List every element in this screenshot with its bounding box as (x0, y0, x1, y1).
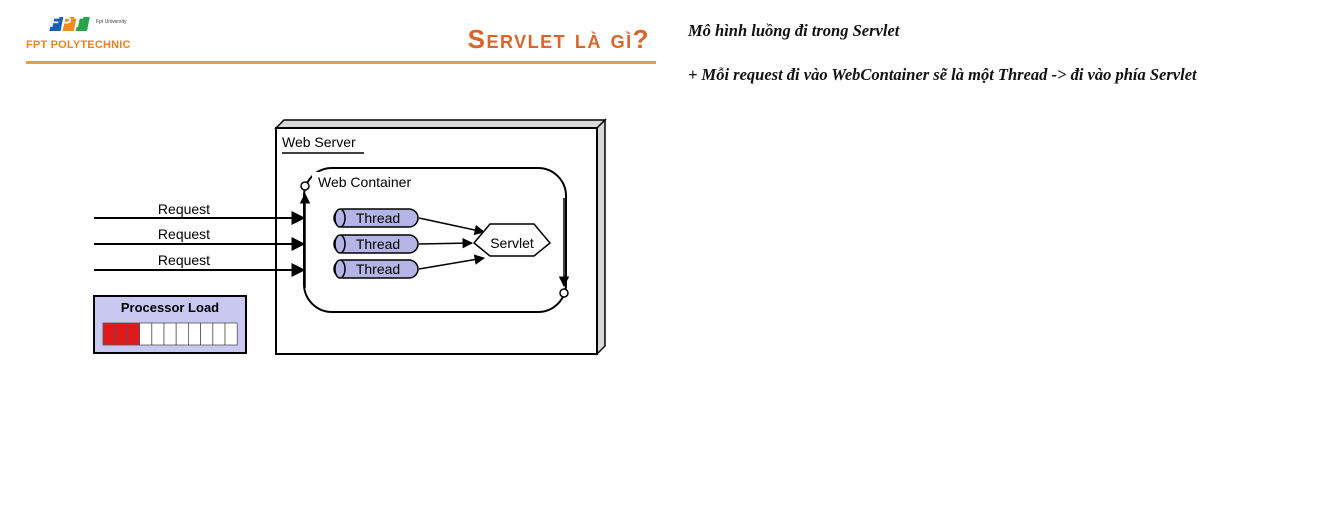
web-server-label: Web Server (282, 134, 356, 150)
fpt-polytechnic-logo: FPT Fpt University FPT POLYTECHNIC (26, 14, 156, 54)
header-divider (26, 61, 656, 64)
note-spacer (688, 42, 1328, 64)
thread-to-servlet-arrow (418, 254, 486, 270)
container-top-port (300, 181, 310, 191)
load-segment-empty (188, 322, 202, 346)
thread-2: Thread (333, 234, 419, 254)
thread-label: Thread (356, 210, 400, 226)
request-label: Request (158, 226, 210, 242)
servlet-label: Servlet (490, 235, 534, 251)
request-label: Request (158, 252, 210, 268)
load-segment-empty (163, 322, 177, 346)
load-segment-empty (139, 322, 153, 346)
thread-to-servlet-arrow (418, 237, 474, 249)
note-title: Mô hình luồng đi trong Servlet (688, 21, 900, 40)
servlet-thread-diagram: Web Server Web Container Request Request… (93, 118, 607, 356)
load-segment-empty (175, 322, 189, 346)
load-segment-empty (224, 322, 238, 346)
request-row-3: Request (94, 252, 306, 277)
thread-3: Thread (333, 259, 419, 279)
note-body: + Mỗi request đi vào WebContainer sẽ là … (688, 65, 1197, 84)
load-segment-filled (127, 322, 141, 346)
processor-load-panel: Processor Load (93, 295, 247, 354)
slide-notes: Mô hình luồng đi trong Servlet + Mỗi req… (688, 20, 1328, 86)
thread-label: Thread (356, 236, 400, 252)
thread-to-servlet-arrow (418, 217, 486, 236)
container-bottom-port (559, 288, 569, 298)
load-segment-empty (212, 322, 226, 346)
web-container-label-bg (312, 172, 428, 192)
logo-letters: FPT (50, 14, 85, 31)
logo-text: FPT POLYTECHNIC (26, 39, 131, 51)
slide-title: Servlet là gì? (467, 24, 650, 54)
slide-header: FPT Fpt University FPT POLYTECHNIC Servl… (0, 0, 660, 70)
processor-load-bar (102, 322, 238, 346)
servlet-shape (472, 223, 552, 257)
thread-1: Thread (333, 208, 419, 228)
request-label: Request (158, 201, 210, 217)
web-server-box (274, 118, 607, 356)
thread-label: Thread (356, 261, 400, 277)
load-segment-empty (200, 322, 214, 346)
processor-load-label: Processor Load (121, 300, 219, 315)
logo-university-label: Fpt University (96, 19, 127, 25)
load-segment-filled (102, 322, 116, 346)
load-segment-empty (151, 322, 165, 346)
request-row-1: Request (94, 201, 306, 225)
fpt-logo-icon (49, 16, 90, 32)
request-row-2: Request (94, 226, 306, 251)
load-segment-filled (114, 322, 128, 346)
web-container-label: Web Container (318, 174, 411, 190)
